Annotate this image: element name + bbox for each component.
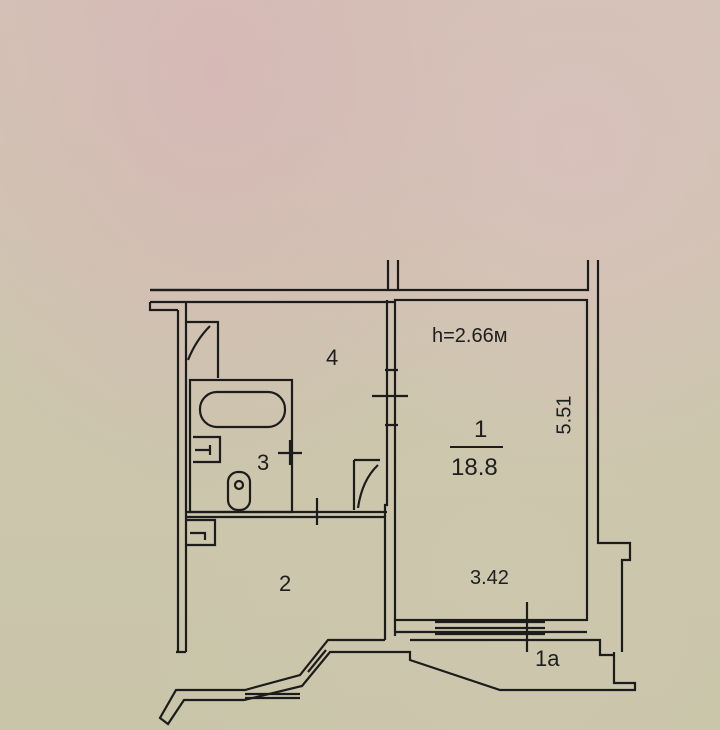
balcony-window <box>245 649 327 700</box>
wall-partition <box>383 300 389 517</box>
wall-top-left <box>148 288 200 312</box>
bathtub-icon <box>198 390 287 429</box>
room-2-number: 2 <box>279 571 292 596</box>
room-4-number: 4 <box>326 345 339 370</box>
room-1-outline <box>393 298 589 622</box>
wall-left <box>176 302 188 652</box>
dimension-width: 3.42 <box>470 567 509 589</box>
wall-corridor <box>186 510 387 640</box>
dimension-length: 5.51 <box>553 395 576 435</box>
balcony <box>158 638 637 726</box>
meter-box <box>186 518 217 547</box>
toilet-icon <box>226 470 252 512</box>
room-1a-number: 1a <box>535 646 560 671</box>
room-1-area: 18.8 <box>451 454 498 481</box>
sink-icon <box>193 435 222 464</box>
area-fraction-line <box>450 446 503 448</box>
wall-right <box>596 302 632 652</box>
ceiling-height-label: h=2.66м <box>432 325 508 347</box>
door-3 <box>278 440 302 465</box>
closet-right <box>352 458 380 510</box>
room-1-number: 1 <box>474 416 488 443</box>
room-3-number: 3 <box>257 450 270 475</box>
bathroom-outline <box>188 378 294 514</box>
wall-top <box>150 260 600 304</box>
wall-bottom <box>176 620 587 654</box>
door-4-1 <box>372 368 408 427</box>
closet-left <box>186 320 220 378</box>
